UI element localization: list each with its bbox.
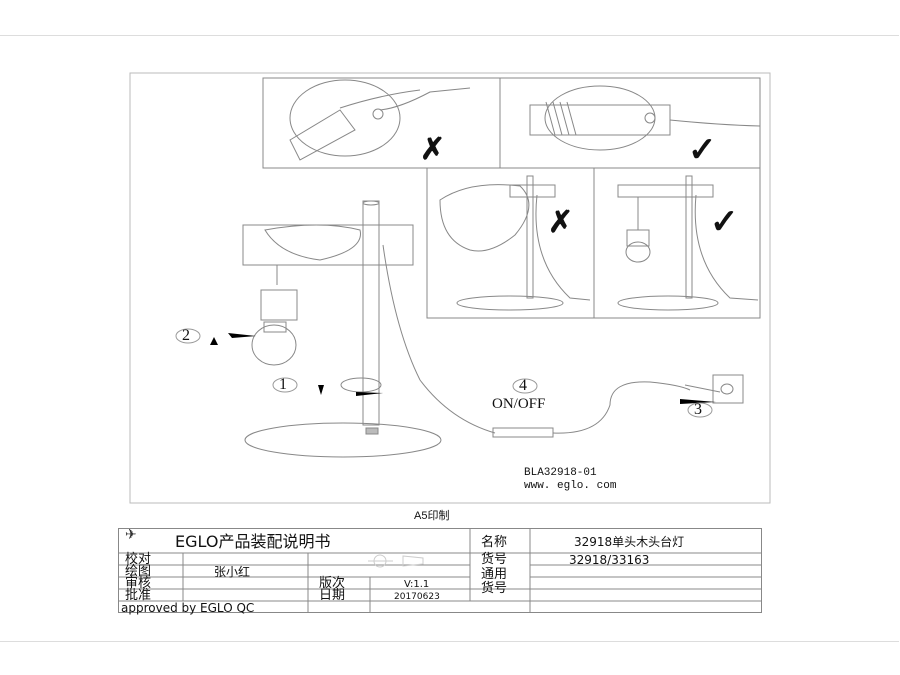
step-4-number: 4 [519,377,527,394]
review-label: 审核 [125,576,152,591]
item-no-label: 货号 [481,552,508,567]
drawing-value: 张小红 [214,565,251,579]
arrow-down-icon [318,385,324,395]
name-label: 名称 [481,535,508,550]
check-mark-icon: ✓ [688,132,717,169]
wrong-mark-icon: ✗ [420,133,446,166]
website: www. eglo. com [524,480,617,492]
company-logo: ✈ [125,528,161,542]
version-label: 版次 [319,576,346,591]
arrow-icon [356,392,383,396]
item-no-value: 32918/33163 [569,553,650,567]
arrow-icon [228,333,256,338]
approved-by: approved by EGLO QC [121,601,255,615]
step-2-number: 2 [182,327,190,344]
document-title: EGLO产品装配说明书 [175,532,331,551]
lamp-base [244,422,442,458]
common-label-2: 货号 [481,581,508,596]
socket-closeup [289,79,401,157]
model-code: BLA32918-01 [524,467,597,479]
name-value: 32918单头木头台灯 [574,535,685,549]
on-off-switch [492,427,554,438]
on-off-label: ON/OFF [492,396,546,412]
title-block: ✈ EGLO产品装配说明书 名称 32918单头木头台灯 校对 货号 32918… [118,528,762,615]
common-label-1: 通用 [481,567,508,582]
socket-body [289,109,356,161]
drawing-label: 绘图 [125,564,152,579]
panel-cord-wrong [262,77,501,169]
step-1-number: 1 [279,376,287,393]
logo-icon: ✈ [125,527,137,543]
light-bulb [251,324,297,366]
version-value: V:1.1 [404,579,430,590]
date-value: 20170623 [394,592,440,602]
drawing-border [129,72,771,504]
panel-shade-right [593,167,761,319]
plug-cord [552,381,691,434]
check-mark-icon: ✓ [710,204,739,241]
power-cord [382,244,496,434]
page-frame [0,35,899,642]
wrong-mark-icon: ✗ [548,206,574,239]
approve-label: 批准 [125,588,152,603]
arrow-up-icon [210,337,218,345]
arrow-icon [680,399,716,404]
date-label: 日期 [319,588,346,603]
wall-outlet [712,374,744,404]
step-3-number: 3 [694,401,702,418]
print-note: A5印制 [414,510,450,522]
proofread-label: 校对 [125,552,152,567]
lamp-head [242,224,414,266]
lamp-socket [260,289,298,321]
